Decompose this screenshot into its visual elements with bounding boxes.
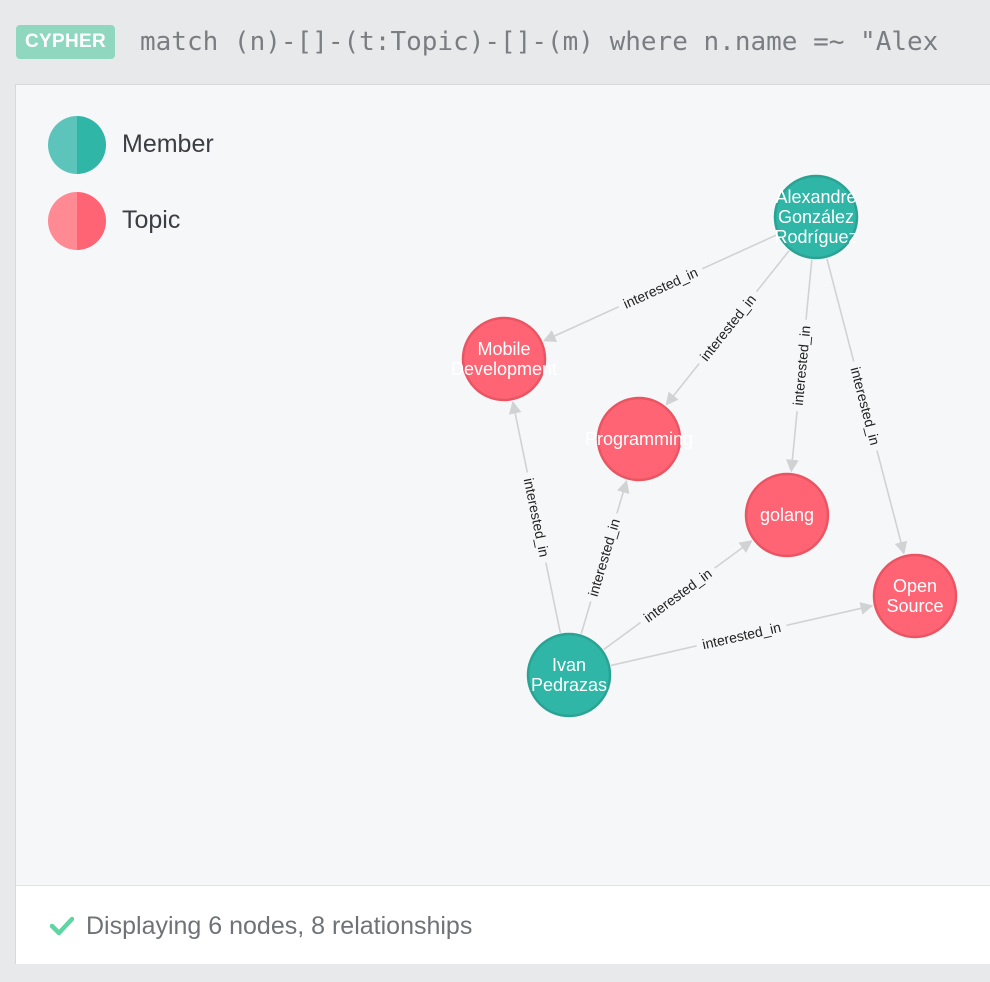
node-circle[interactable] [526,632,612,718]
relationship-label: interested_in [701,619,783,652]
node-circle[interactable] [773,174,859,260]
node-circle[interactable] [596,396,682,482]
node-caption: Ivan [552,655,586,675]
node-caption: Mobile [477,339,530,359]
relationship-edge[interactable]: interested_in [580,479,630,635]
node-caption: González [778,207,854,227]
node-circle[interactable] [461,316,547,402]
relationship-label: interested_in [521,477,553,559]
legend-label: Member [122,130,214,158]
relationship-label: interested_in [848,365,884,447]
query-text[interactable]: match (n)-[]-(t:Topic)-[]-(m) where n.na… [140,27,939,57]
legend-label: Topic [122,206,181,234]
check-icon [49,916,75,941]
node-programming[interactable]: Programming [585,396,693,482]
status-text: Displaying 6 nodes, 8 relationships [86,912,473,940]
node-caption: Source [886,596,943,616]
relationship-label: interested_in [621,264,701,312]
query-bar: CYPHER match (n)-[]-(t:Topic)-[]-(m) whe… [0,0,990,84]
topic-legend-icon [48,192,106,250]
node-caption: Alexandre [775,187,856,207]
relationship-label: interested_in [790,325,814,406]
relationship-edge[interactable]: interested_in [826,258,908,555]
relationship-label: interested_in [641,565,715,625]
relationship-edge[interactable]: interested_in [508,400,562,634]
node-circle[interactable] [744,472,830,558]
relationship-label: interested_in [697,291,759,364]
node-caption: Open [893,576,937,596]
node-caption: Pedrazas [531,675,607,695]
node-caption: Rodríguez [774,227,857,247]
node-caption: Programming [585,429,693,449]
relationship-edge[interactable]: interested_in [542,234,778,342]
node-caption: Development [451,359,557,379]
node-circle[interactable] [872,553,958,639]
node-golang[interactable]: golang [744,472,830,558]
status-bar: Displaying 6 nodes, 8 relationships [16,885,990,964]
node-caption: golang [760,505,814,525]
member-legend-icon [48,116,106,174]
cypher-badge: CYPHER [16,25,115,59]
relationship-edge[interactable]: interested_in [786,259,815,473]
